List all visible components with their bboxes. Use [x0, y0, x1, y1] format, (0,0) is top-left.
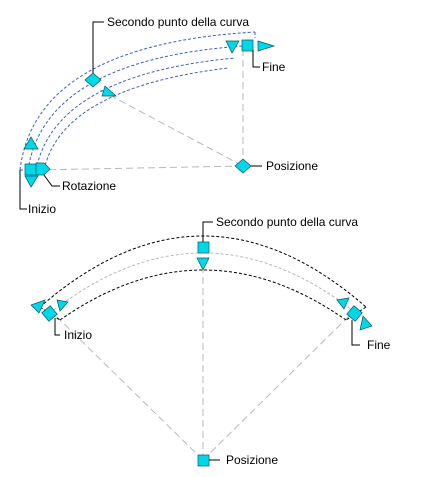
label-position-bottom: Posizione: [226, 453, 278, 467]
start-square-grip[interactable]: [41, 305, 58, 322]
rotation-grip[interactable]: [35, 162, 51, 176]
position-diamond-grip[interactable]: [234, 158, 252, 174]
label-start-bottom: Inizio: [64, 328, 92, 342]
start-triangle-grip-down[interactable]: [24, 175, 39, 188]
start-triangle-grip-up[interactable]: [23, 136, 39, 150]
top-grips: [23, 39, 276, 188]
label-second-point-bottom: Secondo punto della curva: [216, 215, 358, 229]
end-triangle-grip-down[interactable]: [225, 40, 240, 54]
end-triangle-grip-outer[interactable]: [359, 315, 373, 331]
top-leaders: [19, 21, 262, 210]
construction-lines: [34, 50, 244, 171]
bottom-grips: [30, 241, 373, 467]
end-lengthen-arrow-grip[interactable]: [257, 40, 276, 52]
label-second-point-top: Secondo punto della curva: [107, 15, 249, 29]
end-square-grip[interactable]: [241, 39, 254, 52]
start-triangle-grip-inner[interactable]: [56, 299, 69, 312]
second-point-triangle-grip[interactable]: [196, 257, 210, 271]
position-square-grip[interactable]: [197, 454, 210, 467]
top-diagram: Secondo punto della curva Fine Posizione…: [19, 15, 318, 216]
label-start-top: Inizio: [28, 202, 56, 216]
label-position-top: Posizione: [266, 159, 318, 173]
start-triangle-grip-outer[interactable]: [30, 299, 46, 314]
label-end-top: Fine: [262, 60, 286, 74]
label-rotation-top: Rotazione: [62, 179, 116, 193]
construction-lines: [54, 270, 351, 461]
end-triangle-grip-inner[interactable]: [336, 297, 350, 310]
label-end-bottom: Fine: [367, 338, 391, 352]
second-point-square-grip[interactable]: [197, 241, 210, 254]
bottom-leaders: [54, 221, 360, 461]
width-triangle-grip[interactable]: [101, 85, 117, 97]
second-point-diamond-grip[interactable]: [84, 72, 102, 88]
bottom-diagram: Secondo punto della curva Inizio Fine Po…: [30, 215, 391, 467]
start-square-grip[interactable]: [24, 163, 37, 176]
wall-arcs-preview: [19, 31, 256, 171]
end-square-grip[interactable]: [346, 305, 363, 322]
